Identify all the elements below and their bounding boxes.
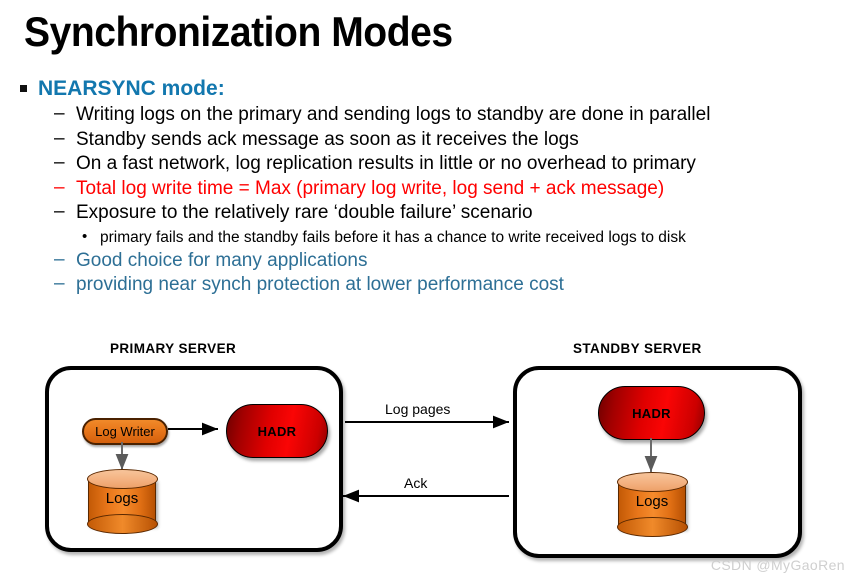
dot-bullet-icon: • [82,227,88,245]
standby-logs-cylinder: Logs [616,472,688,537]
bullet-heading-label: NEARSYNC mode: [38,77,225,100]
bullet-heading-nearsync: NEARSYNC mode: [18,76,848,101]
cylinder-top [86,469,158,489]
bullet-item: – On a fast network, log replication res… [18,152,848,177]
cylinder-bottom [86,514,158,534]
standby-hadr-node: HADR [598,386,705,440]
sub-bullet-text: primary fails and the standby fails befo… [100,228,686,246]
bullet-item-highlight: – Total log write time = Max (primary lo… [18,177,848,202]
dash-bullet-icon: – [54,152,65,173]
standby-server-label: STANDBY SERVER [573,341,702,356]
diagram-connectors [115,415,658,503]
bullet-text: Standby sends ack message as soon as it … [76,128,579,150]
cylinder-bottom [616,517,688,537]
dash-bullet-icon: – [54,127,65,149]
standby-logs-label: Logs [635,492,669,510]
primary-hadr-node: HADR [226,404,328,458]
watermark: CSDN @MyGaoRen [710,557,845,573]
dash-bullet-icon: – [54,176,65,198]
bullet-text: Good choice for many applications [76,249,368,271]
dash-bullet-icon: – [54,248,65,270]
bullet-list: NEARSYNC mode: – Writing logs on the pri… [18,76,848,298]
log-writer-node: Log Writer [82,418,168,445]
dash-bullet-icon: – [54,103,65,124]
primary-server-label: PRIMARY SERVER [110,341,237,356]
dash-bullet-icon: – [54,273,65,294]
bullet-item: – Writing logs on the primary and sendin… [18,103,848,128]
link-label-ack: Ack [404,475,428,491]
architecture-diagram: PRIMARY SERVER STANDBY SERVER Log Writer… [0,330,855,579]
bullet-text: On a fast network, log replication resul… [76,153,696,174]
sub-bullet-item: • primary fails and the standby fails be… [18,226,848,249]
cylinder-top [616,472,688,492]
page-title: Synchronization Modes [24,8,453,55]
square-bullet-icon [20,85,27,92]
bullet-text: Exposure to the relatively rare ‘double … [76,202,533,223]
bullet-item: – Standby sends ack message as soon as i… [18,128,848,153]
bullet-item: – providing near synch protection at low… [18,273,848,298]
link-label-log-pages: Log pages [385,401,451,417]
bullet-text: Writing logs on the primary and sending … [76,104,711,125]
bullet-text: providing near synch protection at lower… [76,274,564,295]
bullet-item: – Good choice for many applications [18,249,848,274]
primary-logs-cylinder: Logs [86,469,158,534]
primary-logs-label: Logs [105,489,139,507]
bullet-item: – Exposure to the relatively rare ‘doubl… [18,201,848,226]
bullet-text: Total log write time = Max (primary log … [76,177,665,199]
dash-bullet-icon: – [54,201,65,222]
